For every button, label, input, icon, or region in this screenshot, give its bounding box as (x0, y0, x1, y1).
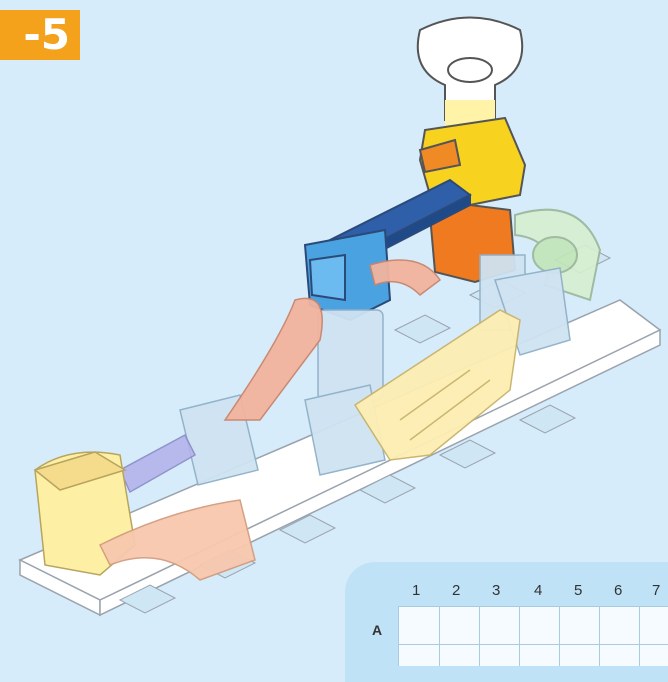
grid-column-label: 4 (534, 582, 542, 599)
grid-column-label: 3 (492, 582, 500, 599)
grid-column-label: 7 (652, 582, 660, 599)
grid-column-label: 5 (574, 582, 582, 599)
funnel (418, 18, 522, 131)
grid-column-label: 2 (452, 582, 460, 599)
grid-column-label: 6 (614, 582, 622, 599)
purple-ramp (120, 435, 195, 492)
grid-legend-cells (398, 606, 668, 666)
grid-row-label: A (372, 622, 382, 638)
grid-column-label: 1 (412, 582, 420, 599)
